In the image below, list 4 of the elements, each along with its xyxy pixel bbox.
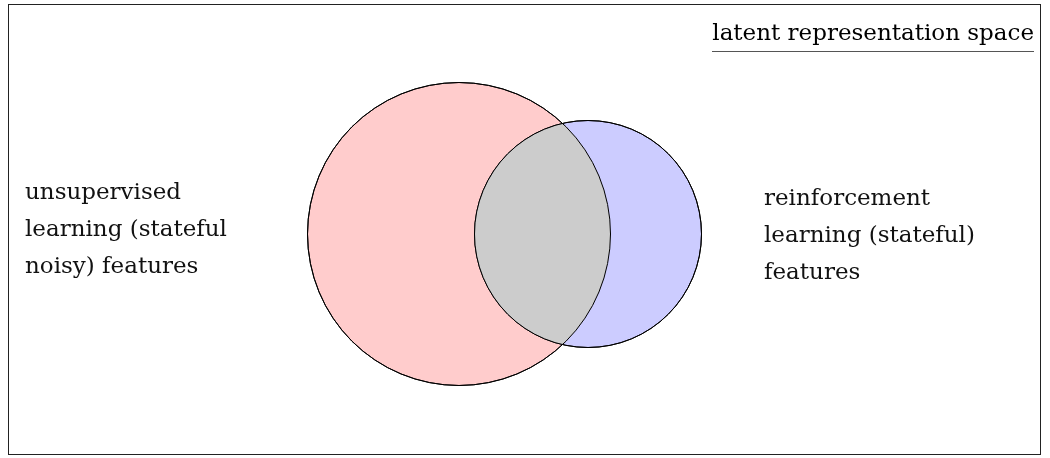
set-label: unsupervised learning (stateful noisy) features — [25, 177, 228, 280]
set-label: reinforcement learning (stateful) features — [764, 183, 976, 286]
frame-box — [8, 4, 1041, 455]
frame-title: latent representation space — [712, 17, 1034, 52]
